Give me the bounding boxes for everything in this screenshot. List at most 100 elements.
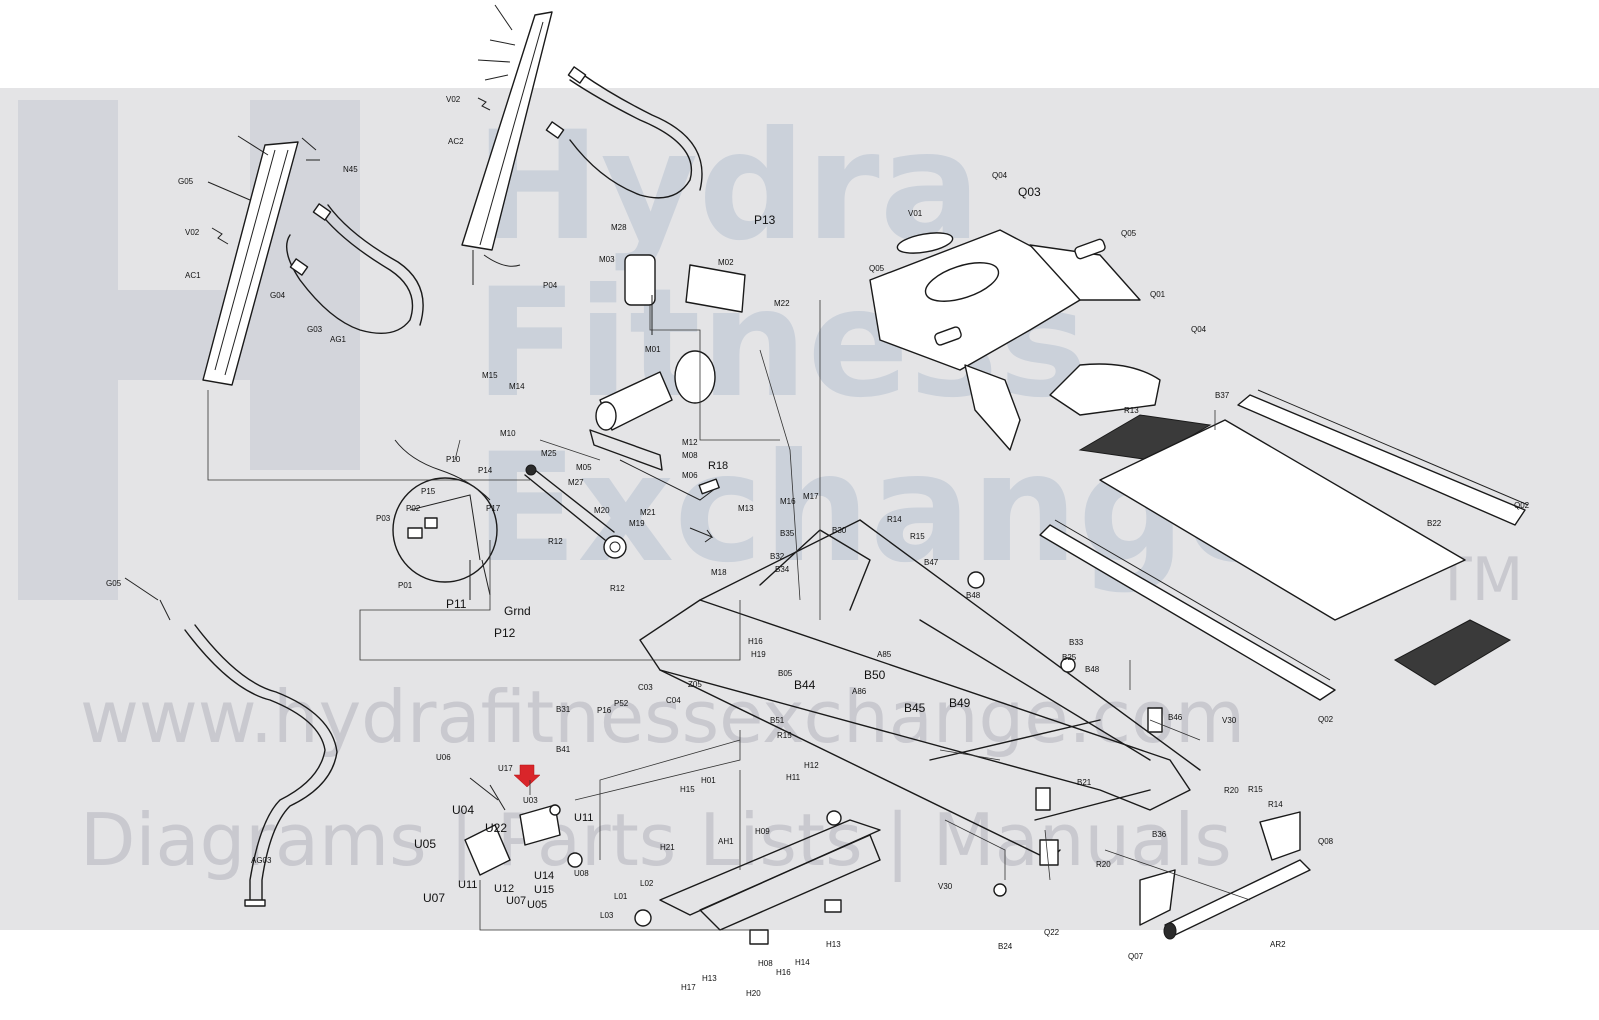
part-label: M15	[482, 371, 498, 380]
drive-belt-r12	[524, 464, 627, 559]
part-label: U05	[527, 899, 548, 911]
part-label: P13	[754, 213, 776, 227]
part-label: M19	[629, 519, 645, 528]
part-label: C03	[638, 683, 653, 692]
part-label: M16	[780, 497, 796, 506]
part-label: U07	[506, 895, 527, 907]
part-label: M21	[640, 508, 656, 517]
part-label: B41	[556, 745, 571, 754]
part-label: H21	[660, 843, 675, 852]
part-label: Q05	[869, 264, 885, 273]
part-label: A85	[877, 650, 892, 659]
part-label: M02	[718, 258, 734, 267]
part-label: H13	[826, 940, 841, 949]
part-label: M12	[682, 438, 698, 447]
part-label: A86	[852, 687, 867, 696]
part-label: U14	[534, 870, 555, 882]
part-label: R15	[1248, 785, 1263, 794]
left-upright-bolts	[207, 135, 320, 245]
running-deck-b22	[1039, 389, 1529, 701]
part-label: U22	[485, 821, 508, 835]
part-label: B32	[770, 552, 785, 561]
part-label: P17	[486, 504, 501, 513]
part-label: B25	[1062, 653, 1077, 662]
incline-motor-assembly	[464, 777, 583, 876]
part-label: Q22	[1044, 928, 1060, 937]
part-label: B45	[904, 701, 926, 715]
part-label: M27	[568, 478, 584, 487]
power-cord-inset	[392, 439, 498, 600]
part-label: B22	[1427, 519, 1442, 528]
motor-hood-q03	[869, 229, 1161, 451]
part-label: H11	[786, 773, 801, 782]
part-label: G03	[307, 325, 323, 334]
part-label: Q02	[1514, 501, 1530, 510]
part-label: B31	[556, 705, 571, 714]
part-label: R18	[708, 460, 729, 472]
part-label: H14	[795, 958, 810, 967]
part-label: H16	[776, 968, 791, 977]
part-label: C04	[666, 696, 681, 705]
rear-roller-ar2	[1163, 859, 1311, 940]
part-label: V02	[185, 228, 200, 237]
front-rail-ag03	[124, 577, 338, 907]
part-label: M10	[500, 429, 516, 438]
part-label: B24	[998, 942, 1013, 951]
connection-leaders	[207, 300, 1251, 931]
part-label: B48	[966, 591, 981, 600]
part-label: B49	[949, 696, 971, 710]
part-label: L03	[600, 911, 614, 920]
part-label: B35	[780, 529, 795, 538]
part-label: M06	[682, 471, 698, 480]
part-label: B47	[924, 558, 939, 567]
part-label: M17	[803, 492, 819, 501]
part-label: R15	[910, 532, 925, 541]
direction-arrow	[689, 527, 714, 543]
feet-and-leveler	[967, 571, 1163, 897]
main-frame	[639, 519, 1201, 866]
end-caps	[1139, 811, 1301, 926]
part-label: R14	[1268, 800, 1283, 809]
part-label: U06	[436, 753, 451, 762]
part-label: H17	[681, 983, 696, 992]
part-label: R20	[1096, 860, 1111, 869]
part-label: H19	[751, 650, 766, 659]
part-label: B46	[1168, 713, 1183, 722]
part-label: B37	[1215, 391, 1230, 400]
part-label: U04	[452, 803, 475, 817]
part-label: B33	[1069, 638, 1084, 647]
part-label: G04	[270, 291, 286, 300]
part-label: M03	[599, 255, 615, 264]
part-label: P11	[446, 597, 467, 611]
part-label: P01	[398, 581, 413, 590]
part-label: U11	[458, 879, 478, 891]
part-label: Q05	[1121, 229, 1137, 238]
part-label: Q01	[1150, 290, 1166, 299]
part-label: H13	[702, 974, 717, 983]
part-label: Q03	[1018, 185, 1041, 199]
part-label: P14	[478, 466, 493, 475]
part-label: AC1	[185, 271, 201, 280]
part-label: AC2	[448, 137, 464, 146]
part-label: R20	[1224, 786, 1239, 795]
part-label: H12	[804, 761, 819, 770]
part-label: R13	[1124, 406, 1139, 415]
part-label: R12	[548, 537, 563, 546]
part-label: H20	[746, 989, 761, 998]
part-label: P02	[406, 504, 421, 513]
part-label: Q08	[1318, 837, 1334, 846]
part-label: L02	[640, 879, 654, 888]
part-label: B21	[1077, 778, 1092, 787]
part-label: U07	[423, 891, 446, 905]
part-label: P10	[446, 455, 461, 464]
watermark-url: www.hydrafitnessexchange.com	[80, 675, 1245, 759]
part-label: M20	[594, 506, 610, 515]
part-label: U15	[534, 884, 555, 896]
part-label: M01	[645, 345, 661, 354]
part-label: G05	[178, 177, 194, 186]
part-label: P04	[543, 281, 558, 290]
part-label: P15	[421, 487, 436, 496]
part-label: P16	[597, 706, 612, 715]
lift-frame-ah1	[634, 810, 881, 945]
